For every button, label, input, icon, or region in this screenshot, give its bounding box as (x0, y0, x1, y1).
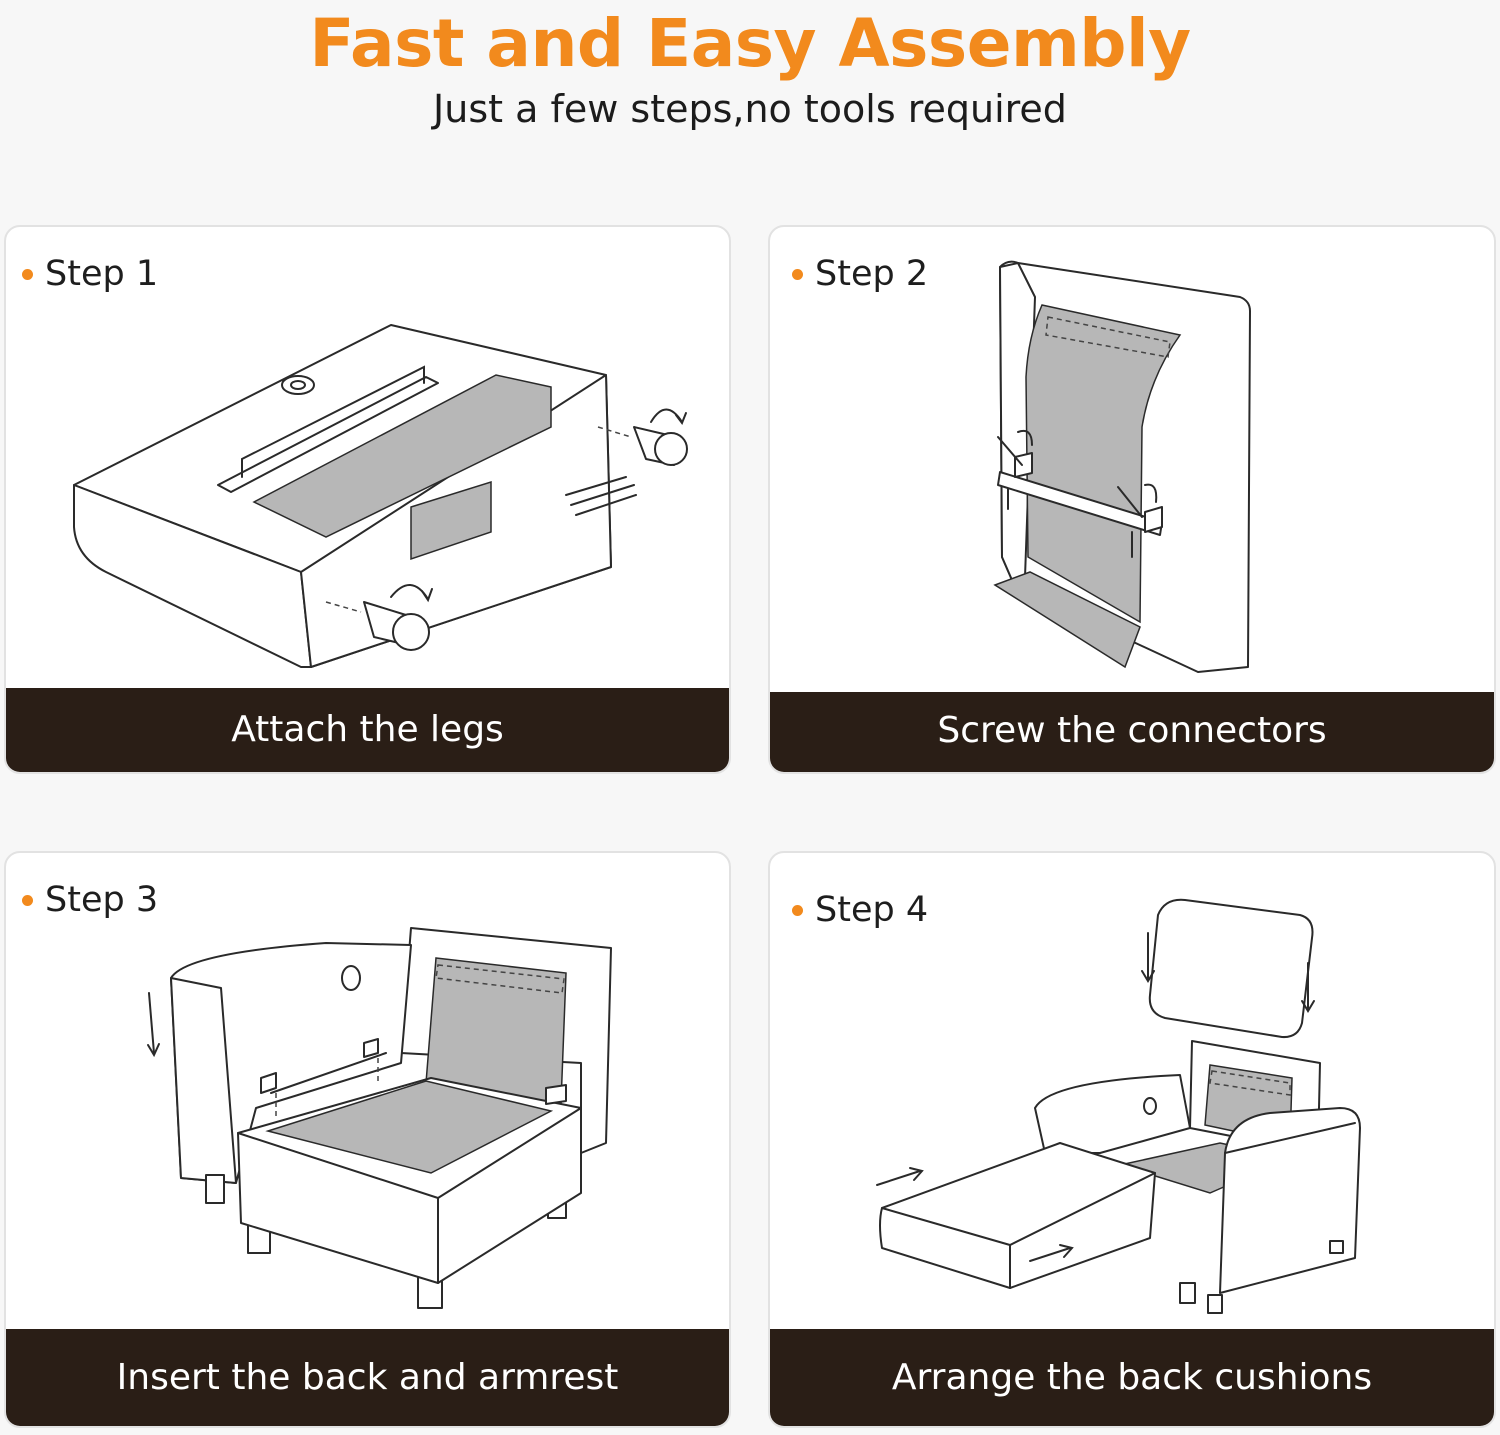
step-caption-bar-2: Screw the connectors (770, 692, 1494, 772)
step-label-1: Step 1 (22, 254, 158, 294)
seat-frame-legs-illustration (73, 324, 688, 668)
step-caption-text: Insert the back and armrest (116, 1356, 619, 1398)
page-subtitle: Just a few steps,no tools required (433, 87, 1067, 131)
bullet-dot-icon (22, 894, 33, 906)
step-label-4: Step 4 (792, 890, 928, 930)
bullet-dot-icon (792, 904, 803, 916)
step-caption-text: Arrange the back cushions (891, 1356, 1373, 1398)
step-label-text: Step 2 (815, 254, 929, 294)
step-card-3: Step 3 Insert the back and armrest (4, 851, 731, 1428)
step-card-4: Step 4 Arrange the back cushi (768, 851, 1496, 1428)
step-label-text: Step 4 (815, 890, 929, 930)
bullet-dot-icon (22, 268, 33, 280)
step-label-2: Step 2 (792, 254, 928, 294)
step-label-text: Step 3 (45, 880, 159, 920)
step-card-1: Step 1 Attach the legs (4, 225, 731, 774)
bullet-dot-icon (792, 268, 803, 280)
page-title: Fast and Easy Assembly (309, 5, 1191, 82)
back-cushions-illustration (876, 898, 1361, 1314)
step-caption-bar-1: Attach the legs (6, 688, 729, 772)
back-armrest-illustration (147, 927, 612, 1309)
step-caption-text: Attach the legs (231, 709, 504, 750)
step-label-text: Step 1 (45, 254, 159, 294)
step-label-3: Step 3 (22, 880, 158, 920)
backrest-connectors-illustration (993, 260, 1251, 673)
step-caption-bar-3: Insert the back and armrest (6, 1329, 729, 1426)
step-caption-text: Screw the connectors (937, 710, 1327, 751)
step-caption-bar-4: Arrange the back cushions (770, 1329, 1494, 1426)
step-card-2: Step 2 Screw the connectors (768, 225, 1496, 774)
